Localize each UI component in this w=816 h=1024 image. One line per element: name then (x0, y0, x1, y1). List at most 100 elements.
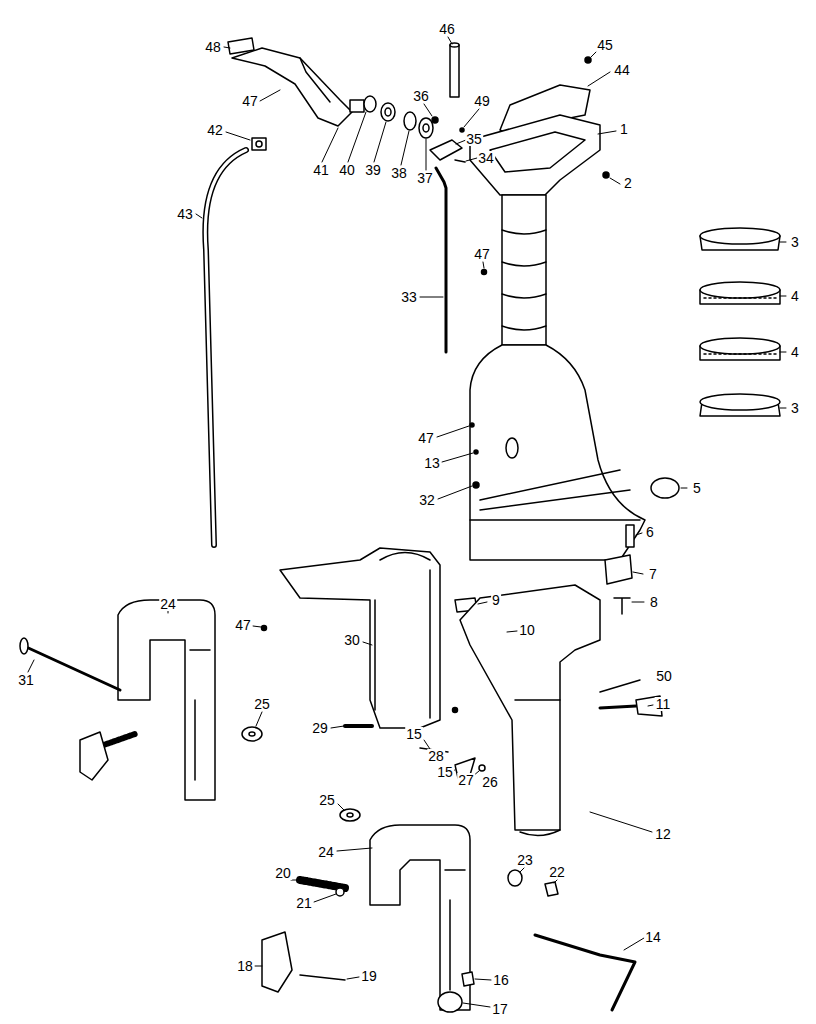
shift-tube-part (252, 138, 266, 150)
leader-lines-part (196, 214, 202, 218)
clamp-bracket-lower-part (545, 882, 558, 896)
leader-lines-part (256, 712, 262, 726)
callout-number: 34 (477, 151, 495, 165)
leader-lines-part (348, 112, 366, 162)
leader-lines-part (632, 602, 644, 603)
bearings-part (700, 282, 780, 298)
leader-lines-part (520, 868, 524, 872)
pin-and-rod-part (455, 160, 465, 162)
shift-tube-part (205, 150, 246, 545)
steering-handle-part (350, 100, 364, 112)
callout-number: 46 (438, 22, 456, 36)
leader-lines-part (347, 977, 359, 979)
callout-number: 28 (427, 749, 445, 763)
callout-number: 31 (17, 673, 35, 687)
callout-number: 38 (390, 166, 408, 180)
callout-number: 47 (417, 431, 435, 445)
leader-lines-part (648, 705, 653, 706)
steering-handle-part (423, 124, 429, 132)
pin-and-rod-part (603, 172, 609, 178)
small-parts-part (651, 478, 679, 498)
clamp-bracket-part (460, 585, 600, 830)
leader-lines-part (437, 426, 469, 437)
leader-lines-part (633, 572, 643, 574)
clamp-bracket-left-part (24, 646, 120, 690)
leader-lines-part (636, 533, 642, 535)
shift-tube-part (256, 141, 262, 147)
leader-lines-part (624, 938, 644, 950)
clamp-bracket-left (20, 600, 262, 800)
steering-handle-part (228, 38, 254, 54)
steering-handle-part (381, 103, 395, 121)
callout-number: 23 (516, 853, 534, 867)
callout-number: 4 (790, 345, 800, 359)
drive-shaft-housing-part (473, 482, 479, 488)
leader-lines-part (466, 158, 477, 161)
drive-shaft-housing-part (474, 450, 478, 454)
swivel-bracket-part (345, 724, 372, 728)
leader-lines-part (420, 297, 443, 298)
leader-lines-part (780, 242, 786, 243)
leader-lines-part (28, 660, 34, 672)
leader-lines-part (331, 726, 344, 728)
leader-lines-part (681, 488, 687, 489)
leader-lines-part (224, 47, 230, 48)
leader-lines-part (463, 1003, 490, 1007)
clamp-bracket-lower-part (535, 935, 635, 1010)
callout-number: 12 (654, 827, 672, 841)
clamp-bracket-left-part (190, 650, 210, 780)
bearings-part (700, 228, 780, 244)
leader-lines-part (590, 812, 652, 832)
leader-lines-part (448, 37, 452, 44)
leader-lines-part (260, 90, 280, 101)
callout-number: 49 (473, 94, 491, 108)
small-parts-part (262, 626, 267, 631)
callout-number: 33 (400, 290, 418, 304)
callout-number: 35 (465, 132, 483, 146)
callout-number: 43 (176, 207, 194, 221)
pin-and-rod-part (482, 270, 487, 275)
callout-number: 18 (236, 959, 254, 973)
pin-and-rod (430, 43, 609, 352)
callout-number: 21 (295, 896, 313, 910)
callout-number: 39 (364, 163, 382, 177)
callout-number: 19 (360, 969, 378, 983)
callout-number: 9 (491, 593, 501, 607)
callout-number: 11 (655, 697, 672, 711)
callout-number: 16 (492, 973, 510, 987)
callout-number: 47 (241, 94, 259, 108)
drive-shaft-housing-part (506, 438, 518, 458)
callout-number: 47 (234, 618, 252, 632)
small-parts-part (453, 708, 458, 713)
clamp-bracket-left-part (242, 727, 262, 741)
callout-number: 40 (338, 163, 356, 177)
leader-lines-part (588, 72, 610, 86)
callout-number: 8 (649, 595, 659, 609)
drive-shaft-housing-part (470, 470, 640, 520)
callout-number: 15 (405, 727, 423, 741)
clamp-bracket-left-part (20, 638, 28, 654)
leader-lines-part (291, 880, 300, 881)
callout-number: 5 (692, 481, 702, 495)
leader-lines-part (475, 979, 491, 980)
leader-lines-part (442, 453, 473, 462)
clamp-bracket-lower-part (370, 825, 470, 1010)
leader-lines-part (426, 139, 427, 170)
leader-lines-part (780, 296, 786, 297)
leader-lines-part (314, 894, 336, 902)
callout-number: 24 (159, 597, 177, 611)
clamp-bracket-left-part (80, 732, 108, 780)
leader-lines-part (507, 631, 517, 632)
steering-handle-part (300, 58, 330, 102)
leader-lines-part (438, 486, 472, 499)
callout-number: 48 (204, 40, 222, 54)
callout-number: 3 (790, 401, 800, 415)
callout-number: 45 (596, 38, 614, 52)
drive-shaft-housing-part (502, 230, 546, 330)
drive-shaft-housing-part (470, 423, 474, 427)
leader-lines-part (255, 966, 262, 967)
swivel-bracket-part (280, 548, 440, 728)
leader-lines-part (401, 131, 409, 165)
small-parts-part (614, 598, 630, 614)
